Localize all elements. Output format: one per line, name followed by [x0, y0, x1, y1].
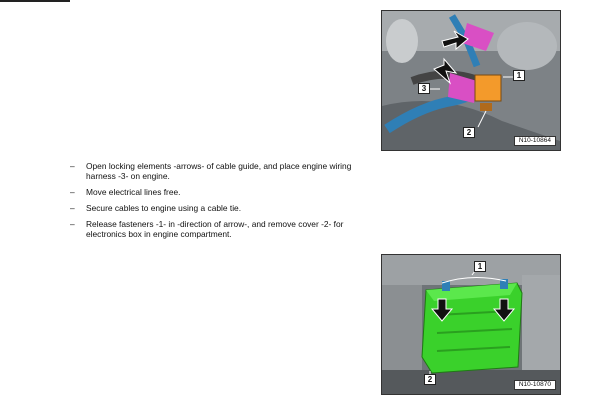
- step-text: Open locking elements -arrows- of cable …: [86, 161, 352, 181]
- step-text: Secure cables to engine using a cable ti…: [86, 203, 242, 213]
- engine-harness-illustration: [382, 11, 560, 150]
- callout-2: 2: [463, 127, 475, 138]
- figure-code: N10-10864: [513, 136, 556, 146]
- callout-1: 1: [513, 70, 525, 81]
- figure-code: N10-10870: [513, 380, 556, 390]
- instruction-step: – Secure cables to engine using a cable …: [70, 203, 360, 213]
- step-dash: –: [70, 203, 75, 213]
- header-rule: [0, 0, 70, 2]
- callout-1: 1: [474, 261, 486, 272]
- callout-2: 2: [424, 374, 436, 385]
- step-dash: –: [70, 161, 75, 171]
- callout-3: 3: [418, 83, 430, 94]
- instruction-step: – Move electrical lines free.: [70, 187, 360, 197]
- step-text: Release fasteners -1- in -direction of a…: [86, 219, 344, 239]
- instruction-list: – Open locking elements -arrows- of cabl…: [70, 161, 360, 245]
- instruction-step: – Open locking elements -arrows- of cabl…: [70, 161, 360, 181]
- step-dash: –: [70, 219, 75, 229]
- engine-harness-figure: 1 2 3 N10-10864: [381, 10, 561, 151]
- step-text: Move electrical lines free.: [86, 187, 181, 197]
- electronics-box-illustration: [382, 255, 560, 394]
- step-dash: –: [70, 187, 75, 197]
- instruction-step: – Release fasteners -1- in -direction of…: [70, 219, 360, 239]
- electronics-box-figure: 1 2 N10-10870: [381, 254, 561, 395]
